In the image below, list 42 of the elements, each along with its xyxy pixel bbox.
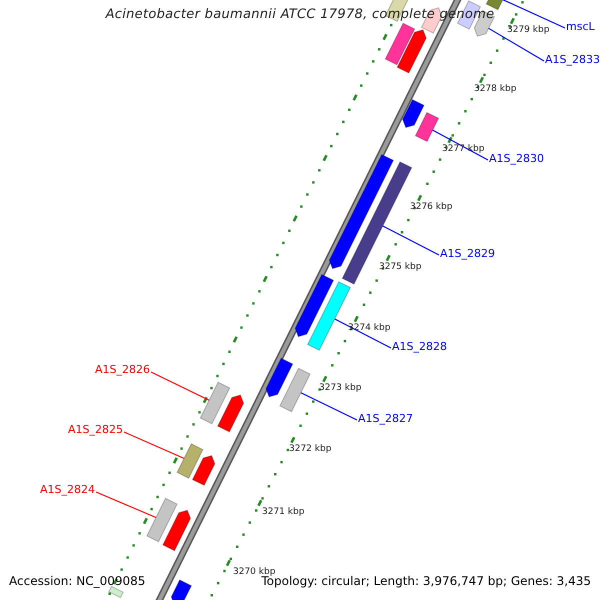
gene-feature bbox=[279, 368, 311, 412]
position-label: 3273 kbp bbox=[319, 383, 362, 394]
gene-feature bbox=[402, 98, 425, 128]
position-label: 3279 kbp bbox=[507, 25, 550, 36]
position-label: 3270 kbp bbox=[233, 567, 276, 577]
gene-label: A1S_2824 bbox=[40, 483, 95, 497]
position-label: 3272 kbp bbox=[289, 444, 332, 455]
gene-feature bbox=[217, 394, 244, 433]
leader-line bbox=[334, 318, 392, 348]
position-label: 3278 kbp bbox=[474, 84, 516, 95]
position-label: 3276 kbp bbox=[410, 202, 452, 213]
gene-label: A1S_2829 bbox=[440, 247, 495, 261]
position-label: 3271 kbp bbox=[262, 507, 304, 518]
leader-line bbox=[124, 432, 184, 459]
gene-feature bbox=[265, 358, 294, 398]
leader-line bbox=[432, 130, 488, 160]
gene-feature bbox=[384, 22, 416, 66]
position-label: 3277 kbp bbox=[442, 144, 484, 155]
gene-feature bbox=[146, 498, 178, 542]
gene-feature bbox=[294, 274, 334, 338]
gene-feature bbox=[192, 455, 216, 486]
genome-info-text: Topology: circular; Length: 3,976,747 bp; Genes: 3,435 bbox=[261, 574, 591, 589]
leader-line bbox=[502, 0, 566, 28]
leader-line bbox=[150, 372, 210, 401]
gene-feature bbox=[176, 443, 204, 479]
gene-feature bbox=[170, 579, 192, 600]
leader-line bbox=[488, 28, 544, 62]
position-label: 3275 kbp bbox=[379, 262, 422, 273]
gene-label: A1S_2833 bbox=[545, 53, 600, 67]
gene-feature bbox=[396, 29, 427, 74]
leader-line bbox=[96, 492, 156, 518]
gene-feature bbox=[414, 112, 440, 142]
gene-feature bbox=[200, 382, 230, 424]
gene-label: A1S_2830 bbox=[489, 152, 544, 166]
gene-label: mscL bbox=[566, 20, 595, 34]
leader-line bbox=[382, 226, 440, 256]
leader-line bbox=[300, 392, 358, 420]
gene-label: A1S_2826 bbox=[95, 363, 150, 377]
gene-label: A1S_2827 bbox=[358, 412, 413, 426]
gene-label: A1S_2825 bbox=[68, 423, 123, 437]
gene-label: A1S_2828 bbox=[392, 340, 447, 354]
gene-feature bbox=[162, 510, 192, 552]
